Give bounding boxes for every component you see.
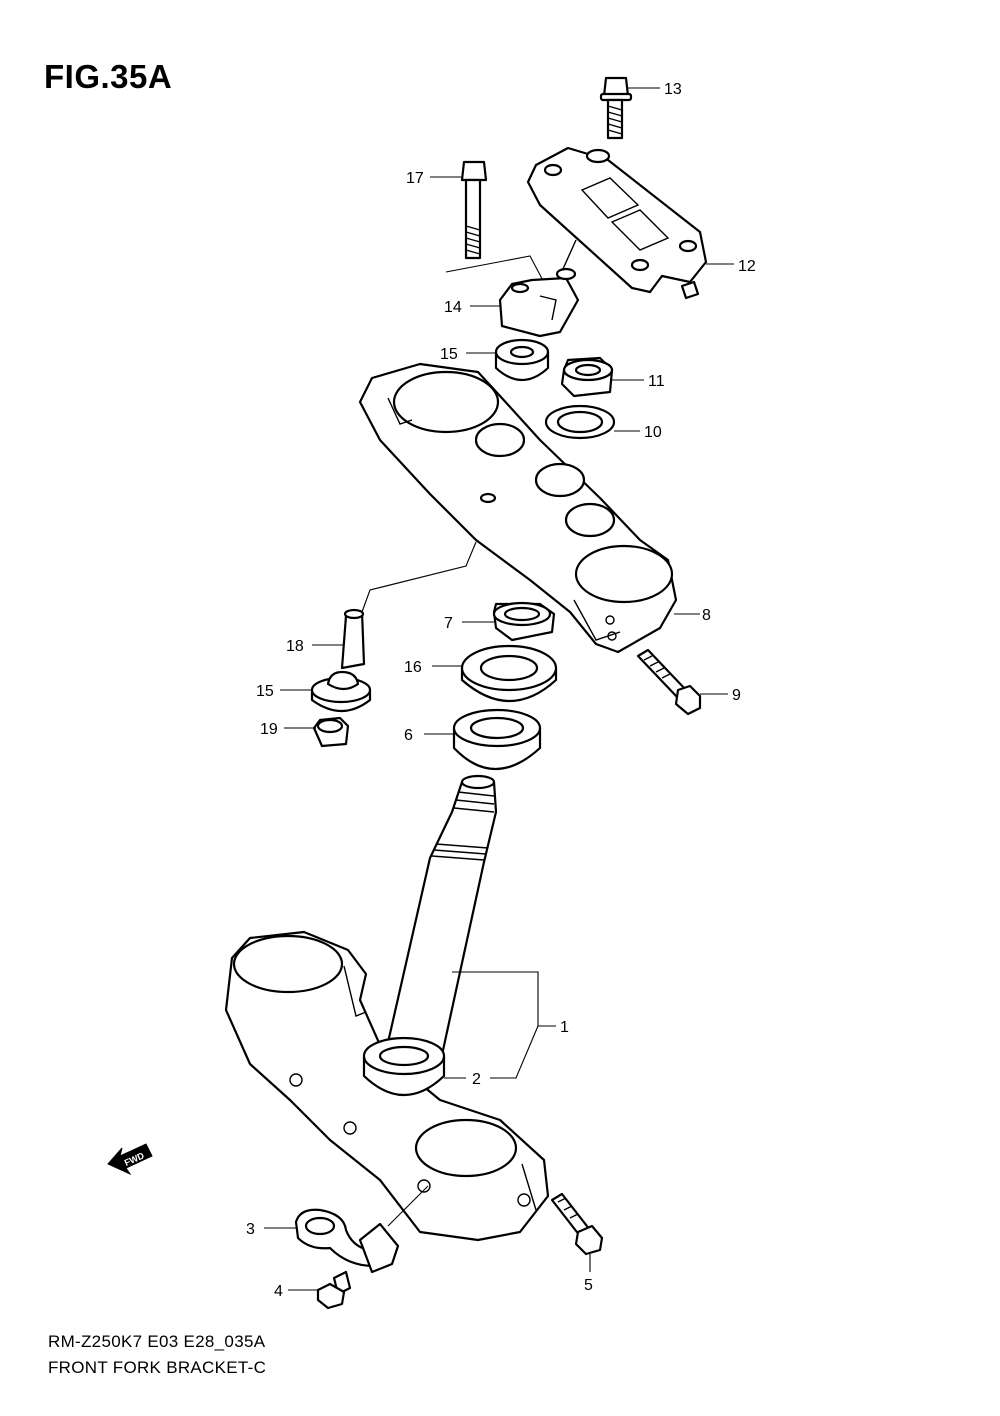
callout-16: 16: [404, 659, 422, 676]
footer-diagram-code: RM-Z250K7 E03 E28_035A: [48, 1332, 266, 1351]
callout-13: 13: [664, 81, 682, 98]
part-4-bolt: [316, 1270, 352, 1310]
callout-3: 3: [246, 1221, 255, 1238]
callout-2: 2: [472, 1071, 481, 1088]
callout-18: 18: [286, 638, 304, 655]
part-12-handlebar-holder: [526, 146, 708, 300]
callout-leaders: [264, 87, 734, 1291]
callout-15-upper: 15: [440, 346, 458, 363]
part-1-steering-stem: [224, 774, 550, 1242]
part-7-lock-nut: [492, 601, 556, 642]
part-15-rubber-lower: [310, 670, 372, 712]
callout-15-lower: 15: [256, 683, 274, 700]
callout-12: 12: [738, 258, 756, 275]
callout-5: 5: [584, 1277, 593, 1294]
part-19-nut: [312, 716, 350, 748]
part-18-collar: [340, 608, 366, 670]
callout-9: 9: [732, 687, 741, 704]
footer-diagram-name: FRONT FORK BRACKET-C: [48, 1358, 267, 1377]
callout-8: 8: [702, 607, 711, 624]
part-17-bolt: [460, 160, 488, 260]
figure-title: FIG.35A: [44, 58, 173, 95]
callout-14: 14: [444, 299, 462, 316]
callout-19: 19: [260, 721, 278, 738]
part-2-lower-bearing: [362, 1036, 446, 1096]
part-11-steering-nut: [560, 356, 614, 398]
part-13-bolt: [599, 76, 633, 140]
callout-numbers: 13 17 12 14 15 11 10 8 7 9 18 16 15 6 19…: [246, 81, 756, 1300]
part-15-rubber-upper: [494, 338, 550, 381]
part-16-dust-seal: [460, 644, 558, 702]
part-9-bolt: [636, 648, 702, 716]
part-10-washer: [544, 404, 616, 440]
part-5-bolt: [550, 1192, 604, 1256]
callout-7: 7: [444, 615, 453, 632]
callout-4: 4: [274, 1283, 283, 1300]
callout-11: 11: [648, 373, 665, 390]
callout-6: 6: [404, 727, 413, 744]
part-3-clamp: [294, 1185, 429, 1274]
callout-10: 10: [644, 424, 662, 441]
part-14-lower-holder: [498, 267, 580, 338]
fwd-arrow-icon: FWD: [107, 1143, 153, 1176]
part-6-bearing: [452, 708, 542, 770]
part-8-upper-bracket: [358, 362, 678, 654]
callout-17: 17: [406, 170, 424, 187]
callout-1: 1: [560, 1019, 569, 1036]
